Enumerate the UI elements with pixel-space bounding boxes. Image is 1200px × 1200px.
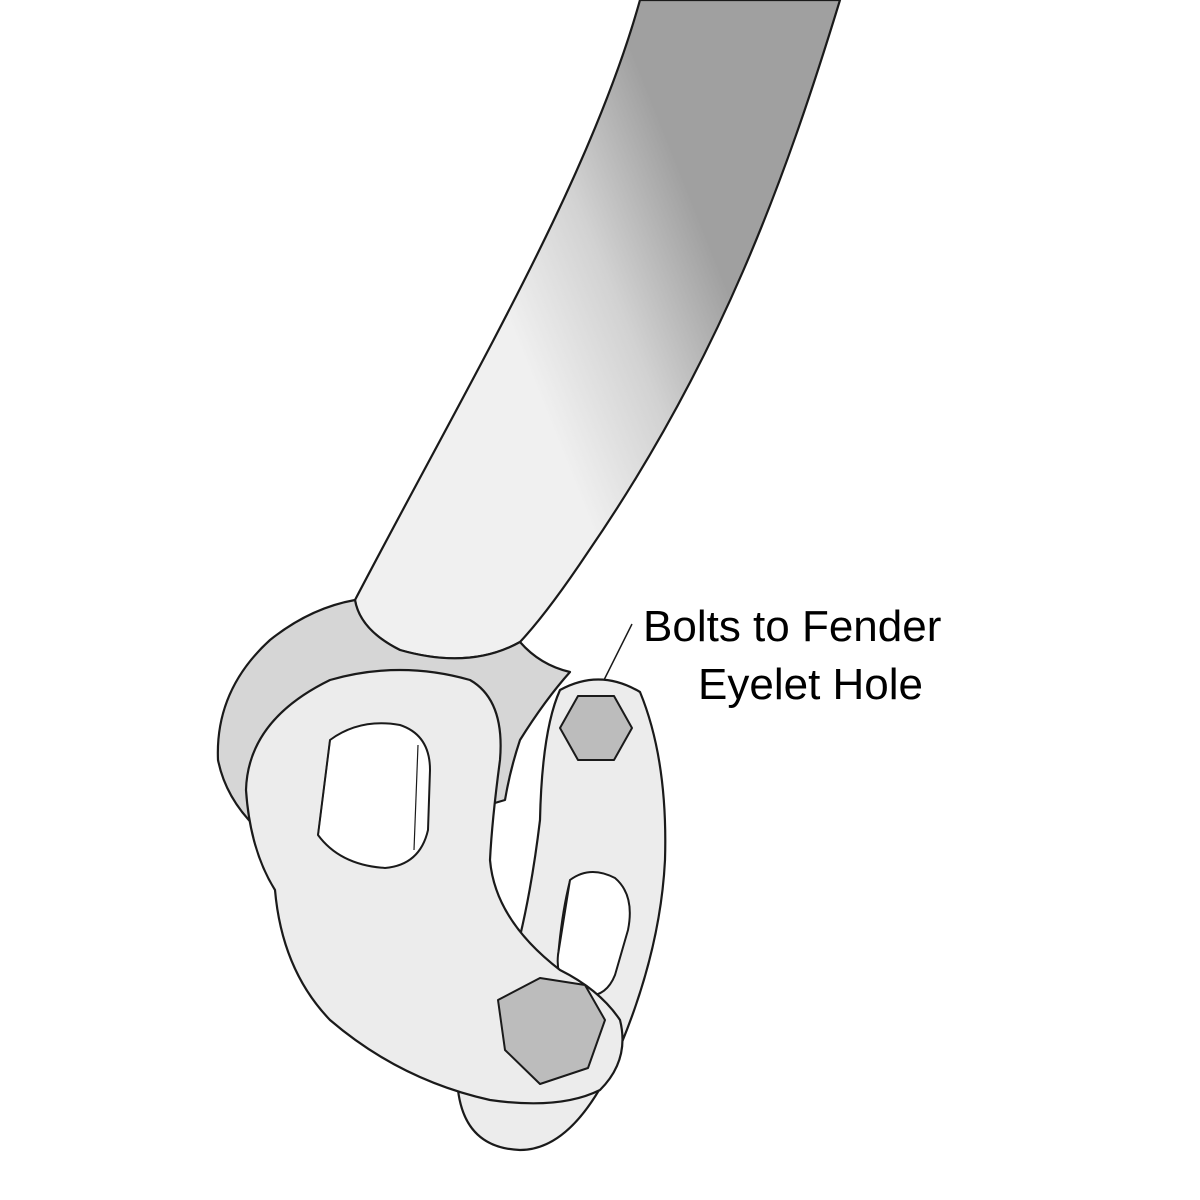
callout-leader bbox=[603, 623, 633, 681]
callout-text-line-1: Bolts to Fender bbox=[643, 602, 942, 651]
dropout-slot-wall-right bbox=[413, 744, 419, 851]
dropout-slot-wall bbox=[317, 739, 331, 836]
callout-text-line-2: Eyelet Hole bbox=[698, 660, 924, 709]
upper-bolt bbox=[559, 695, 633, 761]
tube bbox=[353, 0, 842, 660]
bracket-slot-wall bbox=[557, 879, 571, 956]
dropout-slot bbox=[317, 722, 431, 869]
lower-bolt bbox=[497, 977, 606, 1085]
